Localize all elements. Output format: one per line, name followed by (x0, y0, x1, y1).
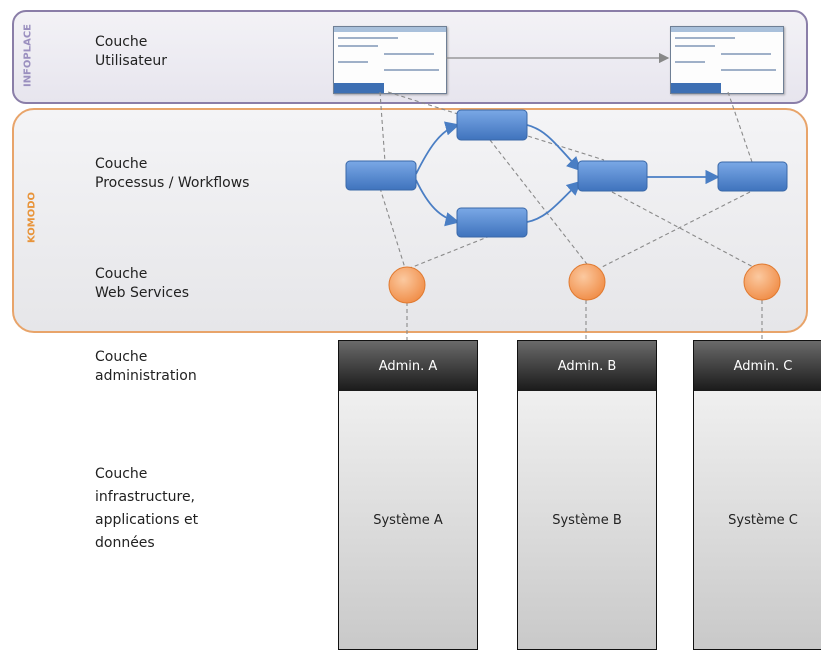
label-utilisateur: Couche Utilisateur (95, 33, 167, 71)
system-label: Système A (373, 512, 443, 528)
system-label: Système B (552, 512, 622, 528)
user-screen-thumbnail (670, 26, 784, 94)
label-webservices: Couche Web Services (95, 265, 189, 303)
dashed-link (727, 91, 753, 163)
dashed-link (489, 139, 591, 269)
system-a: Admin. A Système A (338, 340, 478, 650)
admin-header: Admin. C (694, 341, 821, 391)
user-screen-thumbnail (333, 26, 447, 94)
label-line: Couche (95, 34, 148, 50)
admin-header: Admin. B (518, 341, 656, 391)
web-service-node (743, 263, 781, 301)
label-line: Couche (95, 349, 148, 365)
dashed-link (379, 91, 386, 163)
label-line: infrastructure, (95, 489, 196, 505)
label-line: applications et (95, 512, 199, 528)
label-line: Processus / Workflows (95, 175, 250, 191)
workflow-arrow (415, 179, 460, 227)
dashed-link (379, 187, 406, 269)
label-line: administration (95, 368, 197, 384)
dashed-link (409, 235, 491, 269)
workflow-arrow (526, 124, 582, 172)
label-line: Couche (95, 466, 148, 482)
web-service-node (568, 263, 606, 301)
admin-header: Admin. A (339, 341, 477, 391)
dashed-link (599, 191, 751, 269)
workflow-arrow (415, 121, 460, 175)
process-node (456, 109, 528, 141)
process-node (577, 160, 648, 192)
label-infrastructure: Couche infrastructure, applications et d… (95, 463, 198, 555)
label-processus: Couche Processus / Workflows (95, 155, 249, 193)
system-label: Système C (728, 512, 798, 528)
label-line: Utilisateur (95, 53, 168, 69)
dashed-link (611, 191, 756, 269)
web-service-node (388, 266, 426, 304)
process-node (717, 161, 788, 192)
label-line: Couche (95, 156, 148, 172)
label-line: Web Services (95, 285, 190, 301)
label-line: Couche (95, 266, 148, 282)
process-node (456, 207, 528, 238)
label-administration: Couche administration (95, 348, 197, 386)
system-b: Admin. B Système B (517, 340, 657, 650)
system-c: Admin. C Système C (693, 340, 821, 650)
workflow-arrow (526, 180, 582, 223)
label-line: données (95, 535, 155, 551)
process-node (345, 160, 417, 191)
